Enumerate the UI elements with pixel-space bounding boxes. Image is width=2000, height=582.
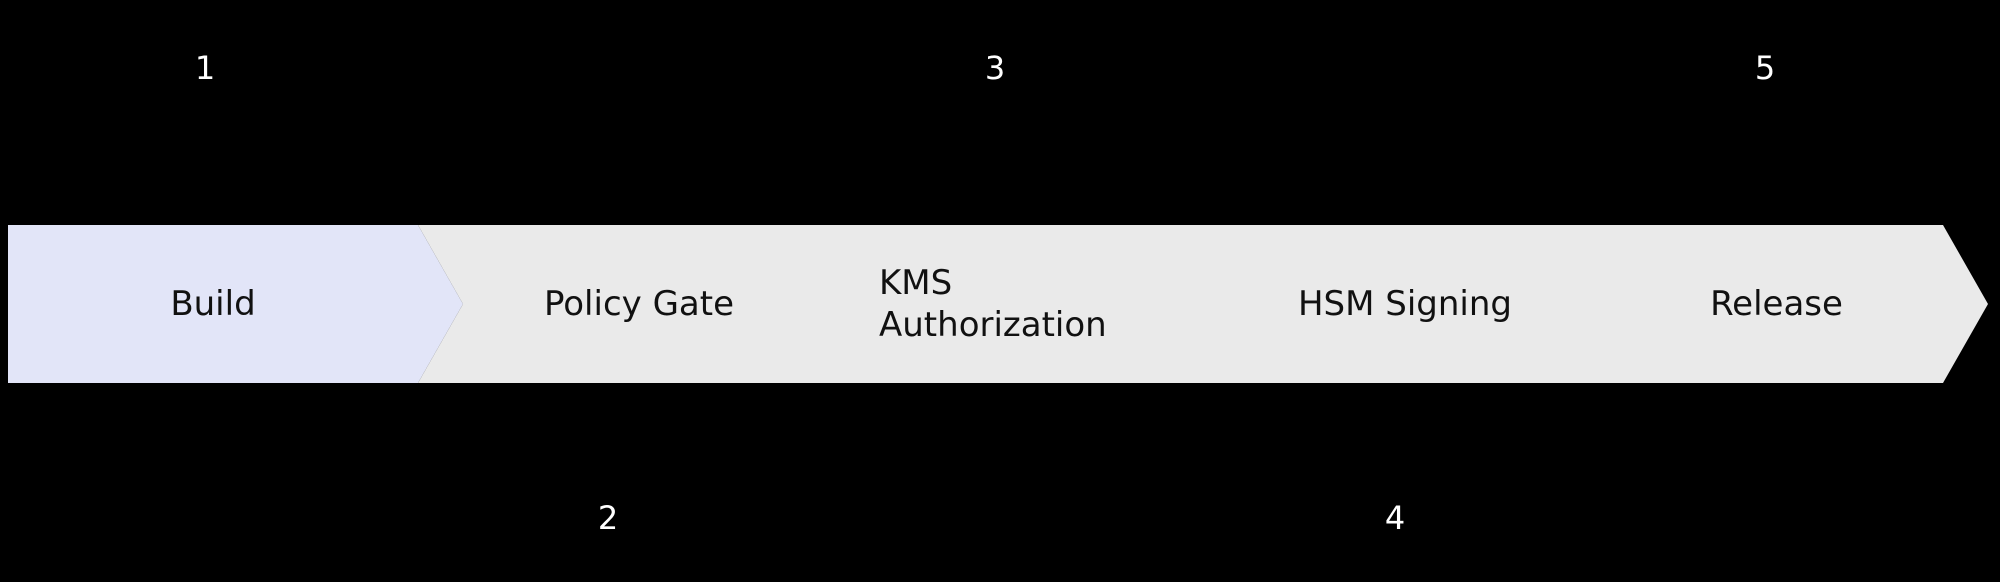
pipeline-stage-3[interactable] xyxy=(800,225,1245,383)
pipeline-stage-1[interactable] xyxy=(8,225,463,383)
pipeline-stage-4[interactable] xyxy=(1185,225,1625,383)
step-number-5: 5 xyxy=(1754,49,1776,87)
pipeline-stage-2[interactable] xyxy=(418,225,860,383)
chevron-shapes-group xyxy=(8,225,1988,383)
step-number-3: 3 xyxy=(984,49,1006,87)
step-number-1: 1 xyxy=(194,49,216,87)
step-number-2: 2 xyxy=(597,499,619,537)
step-number-4: 4 xyxy=(1384,499,1406,537)
pipeline-stage-5[interactable] xyxy=(1565,225,1988,383)
